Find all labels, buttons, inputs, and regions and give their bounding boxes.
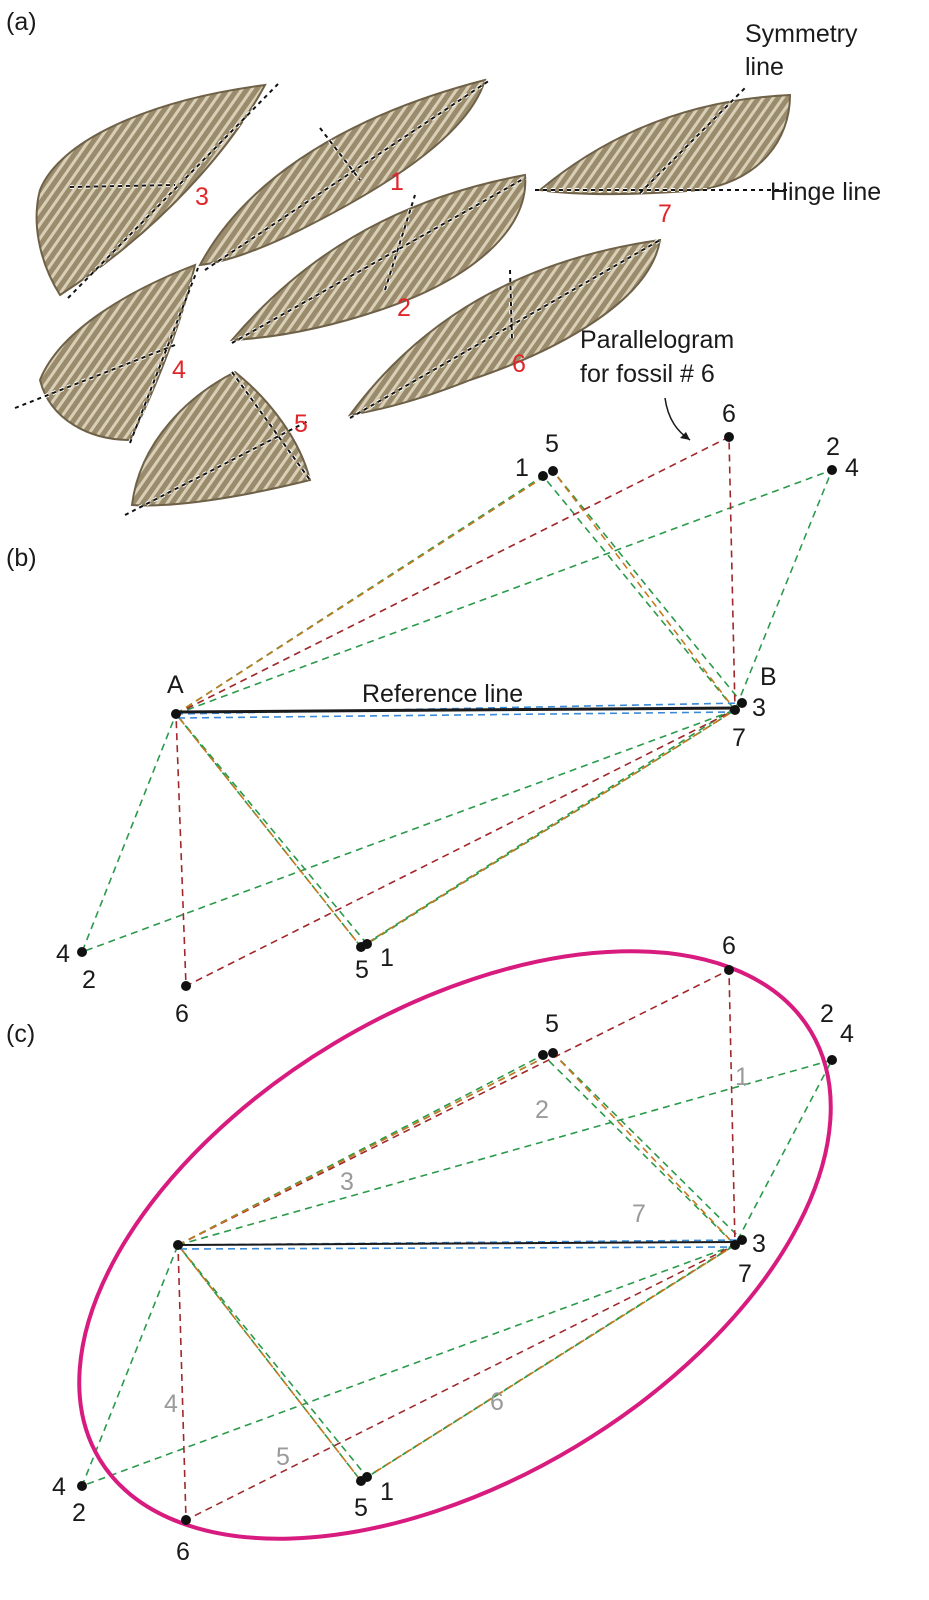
point-b-label: B: [760, 663, 777, 691]
c-label-5: 5: [545, 1010, 559, 1038]
c-label-6-bottom: 6: [176, 1538, 190, 1566]
fossil-number-1: 1: [390, 168, 404, 196]
b-label-5-bottom: 5: [355, 956, 369, 984]
fossil-3: [35, 83, 267, 297]
c-label-6: 6: [722, 932, 736, 960]
c-diag-3: 3: [340, 1168, 354, 1196]
fossil-4: [38, 263, 197, 442]
c-diag-1: 1: [735, 1063, 749, 1091]
b-label-2-bottom: 2: [82, 966, 96, 994]
c-diag-5: 5: [276, 1443, 290, 1471]
parallelogram-label-2: for fossil # 6: [580, 360, 715, 388]
fossil-1: [198, 78, 487, 267]
c-label-1-bottom: 1: [380, 1478, 394, 1506]
c-label-7: 7: [738, 1260, 752, 1288]
c-diag-7: 7: [632, 1200, 646, 1228]
b-label-1-bottom: 1: [380, 944, 394, 972]
b-label-6: 6: [722, 400, 736, 428]
fossil-number-6: 6: [512, 350, 526, 378]
b-label-1: 1: [515, 454, 529, 482]
b-label-4-bottom: 4: [56, 940, 70, 968]
fossil-5: [130, 370, 312, 507]
reference-line-label: Reference line: [362, 680, 523, 708]
c-label-2-bottom: 2: [72, 1499, 86, 1527]
reference-line: [175, 706, 739, 714]
parallelogram-arrowhead: [680, 432, 690, 440]
symmetry-line-label-1: Symmetry: [745, 20, 858, 48]
c-label-2: 2: [820, 1000, 834, 1028]
fossil-number-3: 3: [195, 183, 209, 211]
fossil-number-7: 7: [658, 200, 672, 228]
c-label-3: 3: [752, 1230, 766, 1258]
b-label-3: 3: [752, 694, 766, 722]
fossil-shells: [35, 78, 792, 507]
fossil-2: [229, 173, 527, 342]
b-label-7: 7: [732, 724, 746, 752]
panel-c-reference-line: [177, 1241, 739, 1246]
b-label-4: 4: [845, 454, 859, 482]
panel-b-points: [77, 432, 837, 991]
fossil-number-5: 5: [294, 410, 308, 438]
b-label-2: 2: [826, 433, 840, 461]
hinge-line-label: Hinge line: [770, 178, 881, 206]
b-label-5: 5: [545, 430, 559, 458]
point-a-label: A: [167, 671, 184, 699]
c-diag-4: 4: [164, 1390, 178, 1418]
c-diag-2: 2: [535, 1096, 549, 1124]
c-label-4-bottom: 4: [52, 1473, 66, 1501]
c-label-4: 4: [840, 1020, 854, 1048]
parallelogram-label-1: Parallelogram: [580, 326, 734, 354]
fossil-7: [537, 93, 792, 196]
c-diag-6: 6: [490, 1388, 504, 1416]
c-label-5-bottom: 5: [354, 1494, 368, 1522]
panel-c-points: [77, 965, 837, 1525]
b-label-6-bottom: 6: [175, 1000, 189, 1028]
fossil-number-4: 4: [172, 356, 186, 384]
fossil-dotted-lines-dark: [14, 79, 790, 516]
panel-label-c: (c): [6, 1020, 35, 1048]
fitted-ellipse: [77, 949, 833, 1541]
panel-label-b: (b): [6, 544, 37, 572]
symmetry-line-label-2: line: [745, 53, 784, 81]
fossil-number-2: 2: [397, 294, 411, 322]
panel-label-a: (a): [6, 8, 37, 36]
